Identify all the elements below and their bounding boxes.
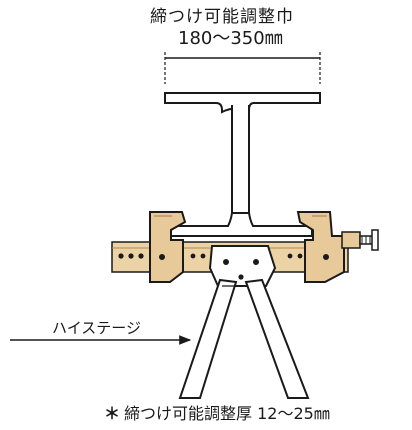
width-dimension (164, 52, 321, 84)
tightening-bolt (341, 229, 379, 251)
i-beam (164, 92, 321, 237)
thickness-note-text: 締つけ可能調整厚 12～25㎜ (124, 404, 330, 423)
stage-legs (178, 278, 310, 399)
left-clamp (149, 211, 187, 283)
center-mount (208, 245, 277, 287)
thickness-note: ＊締つけ可能調整厚 12～25㎜ (104, 400, 330, 424)
clamp-width-title: 締つけ可能調整巾 (150, 7, 294, 27)
clamp-width-range: 180～350㎜ (178, 28, 283, 49)
note-asterisk: ＊ (104, 404, 121, 423)
right-clamp (296, 211, 345, 283)
stage-name-label: ハイステージ (52, 319, 141, 337)
